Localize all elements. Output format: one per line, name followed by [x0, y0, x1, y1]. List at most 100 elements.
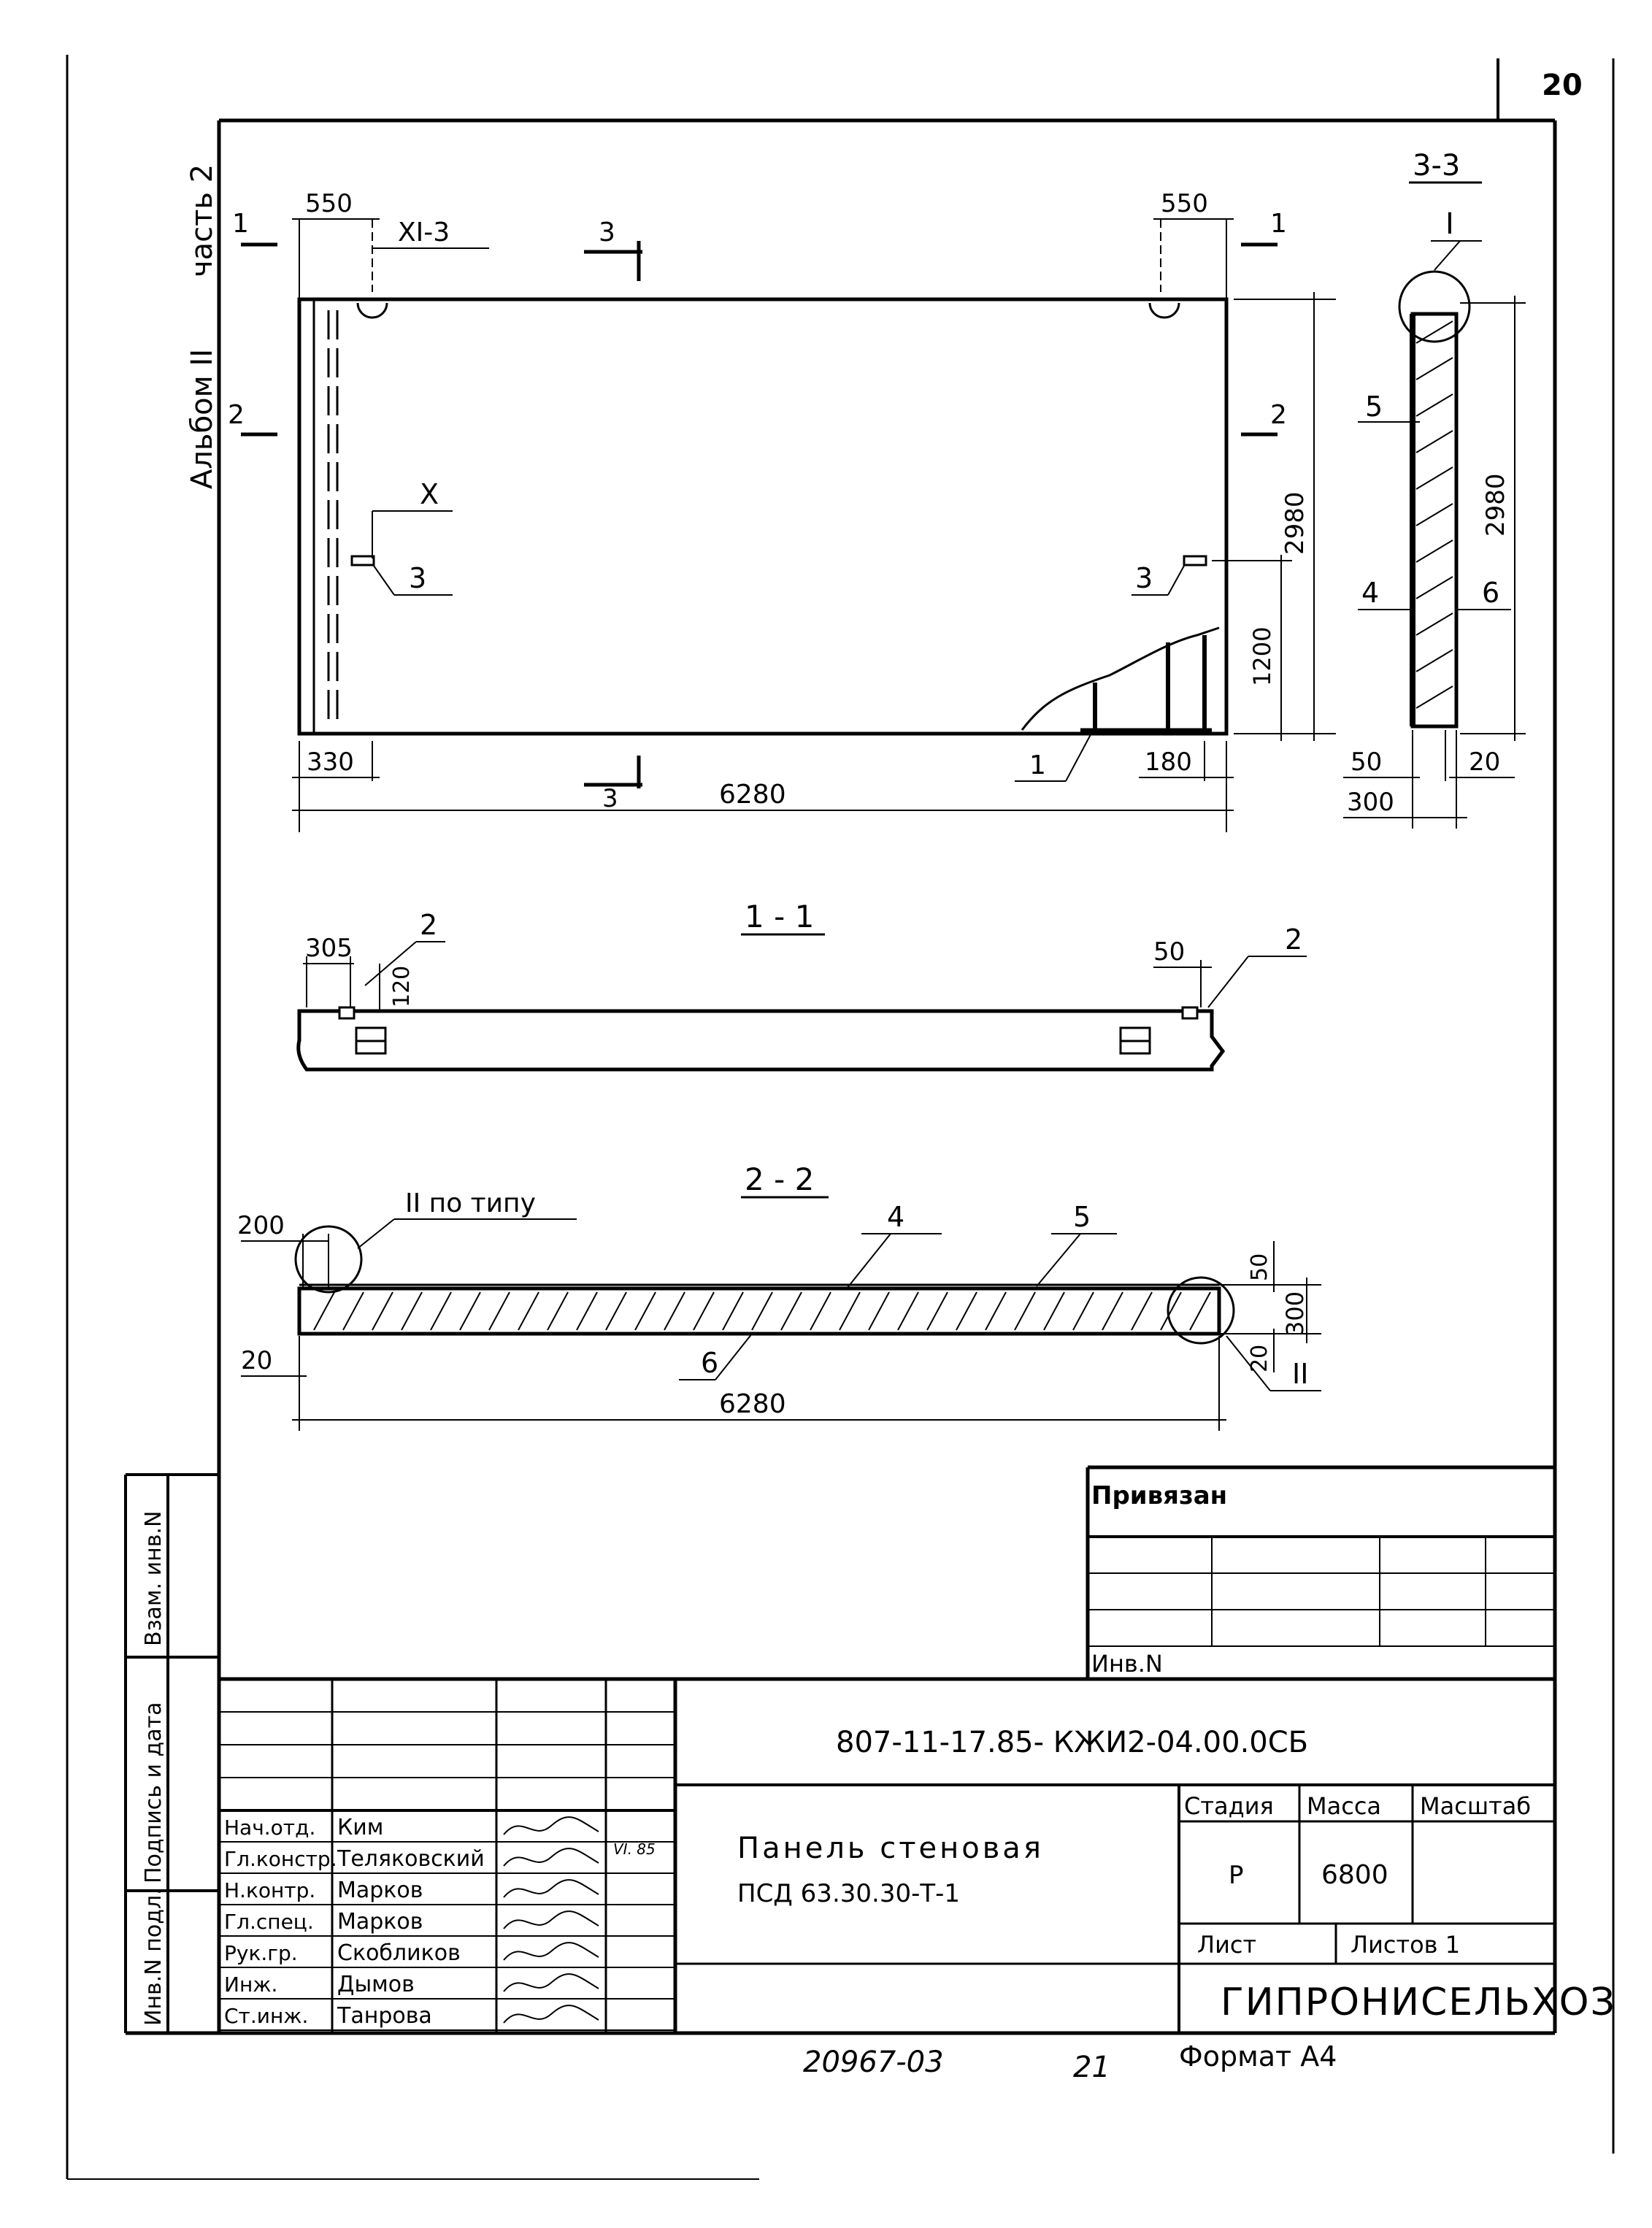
hatch-line — [1014, 1291, 1036, 1331]
hatch-line — [751, 1291, 773, 1331]
signer-name: Скобликов — [337, 1940, 461, 1966]
panel-outline — [297, 297, 1229, 736]
handwritten-signature — [503, 1942, 599, 1961]
organization: ГИПРОНИСЕЛЬХОЗ — [1221, 1981, 1616, 2024]
mass-header: Масса — [1307, 1792, 1381, 1820]
handwritten-signature — [503, 1816, 599, 1835]
pos-1: 1 — [1029, 750, 1046, 780]
node-xi3-label: XI-3 — [398, 218, 450, 247]
section-1-left: 1 — [232, 209, 249, 239]
section-2-right: 2 — [1270, 400, 1287, 430]
dim-2980-s33: 2980 — [1481, 473, 1510, 537]
hatch-line — [1043, 1291, 1065, 1331]
section-3-3 — [1343, 181, 1526, 829]
scale-header: Масштаб — [1420, 1792, 1531, 1820]
section-2-left: 2 — [228, 400, 245, 430]
node-i: I — [1445, 207, 1454, 241]
front-view — [241, 218, 1336, 832]
hatch-line — [401, 1291, 423, 1331]
stage-header: Стадия — [1184, 1792, 1274, 1820]
pos-6-s22: 6 — [701, 1347, 718, 1379]
section-1-right: 1 — [1270, 209, 1287, 239]
hatch-line — [342, 1291, 364, 1331]
node-ii-label: II по типу — [405, 1188, 536, 1218]
hatch-line — [430, 1291, 452, 1331]
dim-550-right: 550 — [1161, 189, 1208, 218]
hatch-line — [372, 1291, 393, 1331]
album-label: Альбом II — [185, 349, 219, 489]
pos-3-right: 3 — [1135, 562, 1153, 594]
hatch-line — [576, 1291, 598, 1331]
pos-4-s33: 4 — [1361, 577, 1379, 609]
dim-120: 120 — [389, 966, 415, 1007]
signer-role: Инж. — [224, 1972, 277, 1997]
cutaway — [1021, 626, 1220, 731]
dim-305: 305 — [305, 934, 353, 963]
hatching-3-3 — [1415, 320, 1453, 709]
hatch-line — [985, 1291, 1007, 1331]
dim-200: 200 — [237, 1211, 285, 1240]
section-1-1-outline — [296, 1009, 1226, 1072]
hatch-line — [693, 1291, 715, 1331]
binding-inv: Инв.N — [1091, 1650, 1163, 1678]
hatch-line — [722, 1291, 744, 1331]
handwritten-signature — [503, 1879, 599, 1898]
hatch-line — [1189, 1291, 1211, 1331]
hatch-line — [459, 1291, 481, 1331]
dim-50-s33: 50 — [1351, 748, 1382, 777]
hatch-line — [926, 1291, 948, 1331]
pos-5-s33: 5 — [1365, 391, 1383, 423]
signer-name: Теляковский — [337, 1846, 485, 1872]
signer-role: Гл.констр. — [224, 1847, 337, 1871]
handwritten-signature — [503, 1973, 599, 1992]
embedded-part-right — [1183, 555, 1207, 566]
mass-value: 6800 — [1321, 1860, 1388, 1890]
sheet-number: 20 — [1542, 69, 1583, 102]
hatch-line — [488, 1291, 510, 1331]
hatch-line — [839, 1291, 861, 1331]
part-label: часть 2 — [185, 164, 219, 277]
doc-code: 807-11-17.85- КЖИ2-04.00.0СБ — [836, 1726, 1308, 1759]
hatch-line — [664, 1291, 685, 1331]
hatching-2-2 — [313, 1291, 1211, 1331]
dim-20-s22-right: 20 — [1247, 1345, 1272, 1372]
hatch-line — [518, 1291, 539, 1331]
dim-2980-front: 2980 — [1280, 491, 1310, 555]
signer-role: Гл.спец. — [224, 1910, 314, 1934]
hatch-line — [547, 1291, 569, 1331]
vzam-label: Взам. инв.N — [141, 1511, 166, 1646]
binding-block — [1086, 1465, 1555, 1679]
section-2-2-title: 2 - 2 — [745, 1161, 814, 1197]
dim-50-s22: 50 — [1247, 1253, 1272, 1281]
dim-180: 180 — [1145, 748, 1192, 777]
pos-2-left: 2 — [420, 909, 437, 941]
section-2-2 — [241, 1196, 1321, 1431]
section-3-3-title: 3-3 — [1413, 149, 1460, 183]
left-strip — [124, 1473, 219, 2033]
section-3-bottom: 3 — [602, 784, 618, 813]
handwritten-signature — [503, 1848, 599, 1867]
section-1-1 — [296, 933, 1307, 1072]
signer-name: Дымов — [337, 1972, 415, 1997]
hatch-line — [810, 1291, 831, 1331]
dim-6280-s22: 6280 — [719, 1389, 786, 1419]
product-name: Панель стеновая — [737, 1832, 1044, 1865]
dim-330: 330 — [307, 748, 354, 777]
hatch-line — [897, 1291, 919, 1331]
hatch-line — [780, 1291, 802, 1331]
pos-6-s33: 6 — [1482, 577, 1499, 609]
pos-5-s22: 5 — [1073, 1201, 1091, 1233]
embedded-part-left — [350, 555, 375, 566]
sheets-header: Листов 1 — [1351, 1931, 1460, 1959]
title-block — [219, 1677, 1555, 2033]
node-ii-circle-left — [294, 1225, 363, 1294]
dim-6280-front: 6280 — [719, 780, 786, 810]
hatch-line — [313, 1291, 335, 1331]
stage-value: Р — [1229, 1861, 1244, 1890]
dim-50-s11: 50 — [1153, 937, 1185, 967]
signer-name: Марков — [337, 1878, 423, 1903]
loop-right — [1148, 302, 1180, 319]
dim-1200: 1200 — [1248, 627, 1276, 686]
signer-name: Танрова — [337, 2003, 432, 2029]
dim-300-s22: 300 — [1281, 1291, 1309, 1336]
